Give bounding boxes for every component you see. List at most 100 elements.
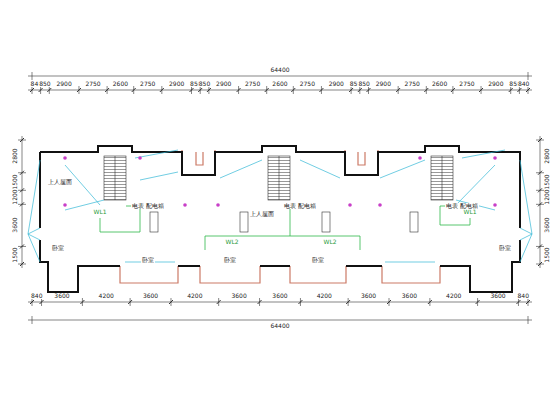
plan-label: 4200 <box>98 293 115 299</box>
plan-label: 1500 <box>12 247 18 264</box>
plan-label: 2750 <box>299 81 316 87</box>
dimension-line <box>32 316 33 324</box>
dimension-line <box>30 88 34 92</box>
dimension-line <box>517 88 521 92</box>
dimension-line <box>160 88 164 92</box>
plan-label: 2600 <box>431 81 448 87</box>
plan-label: 2750 <box>458 81 475 87</box>
dimension-line <box>207 88 211 92</box>
dimension-line <box>291 88 295 92</box>
dimension-line <box>298 300 302 304</box>
plan-label: 2750 <box>404 81 421 87</box>
plan-label: 3600 <box>142 293 159 299</box>
dimension-line <box>428 300 432 304</box>
dimension-line <box>538 244 542 248</box>
plan-label: 卧室 <box>141 257 155 263</box>
dimension-line <box>538 262 542 266</box>
dimension-line <box>346 300 350 304</box>
dimension-line <box>40 300 44 304</box>
dimension-line <box>20 262 24 266</box>
dimension-line <box>105 88 109 92</box>
plan-label: 2600 <box>112 81 129 87</box>
plan-label: 2900 <box>375 81 392 87</box>
dimension-line <box>526 300 530 304</box>
dimension-line <box>528 316 529 324</box>
plan-label: 2900 <box>168 81 185 87</box>
dimension-line <box>128 300 132 304</box>
plan-label: 1200 <box>544 189 550 206</box>
dimension-line <box>190 88 194 92</box>
plan-label: 850 <box>357 81 370 87</box>
dimension-line <box>387 300 391 304</box>
dimension-line <box>476 300 480 304</box>
dimension-line <box>217 300 221 304</box>
dimension-line <box>479 88 483 92</box>
dimension-line <box>540 136 541 268</box>
dimension-line <box>509 88 513 92</box>
plan-label: 电表 配电箱 <box>131 203 165 209</box>
plan-label: 3600 <box>489 293 506 299</box>
plan-label: 4200 <box>186 293 203 299</box>
plan-label: WL2 <box>322 239 337 245</box>
dimension-line <box>22 136 23 268</box>
dimension-line <box>28 76 532 77</box>
plan-label: 3600 <box>230 293 247 299</box>
dimension-line <box>20 171 24 175</box>
dimension-line <box>538 138 542 142</box>
plan-label: 2750 <box>84 81 101 87</box>
plan-label: 2600 <box>271 81 288 87</box>
plan-label: 卧室 <box>51 245 65 251</box>
dimension-line <box>30 300 34 304</box>
dimension-line <box>132 88 136 92</box>
dimension-line <box>528 72 529 80</box>
plan-label: 3600 <box>53 293 70 299</box>
dimension-line <box>169 300 173 304</box>
plan-label: 卧室 <box>311 257 325 263</box>
plan-label: 840 <box>516 293 529 299</box>
plan-label: 2900 <box>215 81 232 87</box>
dimension-line <box>516 300 520 304</box>
dimension-line <box>349 88 353 92</box>
dimension-line <box>538 202 542 206</box>
dimension-line <box>451 88 455 92</box>
plan-label: 850 <box>198 81 211 87</box>
plan-label: 64400 <box>269 67 290 73</box>
plan-label: 1200 <box>12 189 18 206</box>
plan-label: 卧室 <box>223 257 237 263</box>
dimension-line <box>265 88 269 92</box>
plan-label: 3600 <box>360 293 377 299</box>
dimension-line <box>396 88 400 92</box>
dimension-line <box>538 171 542 175</box>
dimension-line <box>28 90 532 91</box>
plan-label: 卧室 <box>498 245 512 251</box>
dimension-line <box>319 88 323 92</box>
plan-label: 4200 <box>316 293 333 299</box>
plan-label: 2900 <box>55 81 72 87</box>
plan-label: 2750 <box>139 81 156 87</box>
dimension-line <box>538 188 542 192</box>
dimension-line <box>424 88 428 92</box>
dimension-line <box>39 88 43 92</box>
plan-label: 电表 配电箱 <box>283 203 317 209</box>
plan-label: WL2 <box>224 239 239 245</box>
plan-label: 2900 <box>487 81 504 87</box>
plan-label: 上人屋面 <box>249 211 275 217</box>
dimension-line <box>28 302 532 303</box>
plan-label: 840 <box>517 81 530 87</box>
plan-label: 850 <box>38 81 51 87</box>
dimension-line <box>20 202 24 206</box>
plan-label: 1500 <box>544 247 550 264</box>
plan-label: 3600 <box>401 293 418 299</box>
plan-label: 2800 <box>12 148 18 165</box>
dimension-line <box>77 88 81 92</box>
plan-label: 2900 <box>328 81 345 87</box>
plan-label: 64400 <box>269 323 290 329</box>
plan-label: 4200 <box>445 293 462 299</box>
dimension-line <box>526 88 530 92</box>
dimension-line <box>20 188 24 192</box>
dimension-line <box>80 300 84 304</box>
dimension-line <box>47 88 51 92</box>
plan-label: WL1 <box>462 209 477 215</box>
dimension-line <box>258 300 262 304</box>
dimension-line <box>358 88 362 92</box>
